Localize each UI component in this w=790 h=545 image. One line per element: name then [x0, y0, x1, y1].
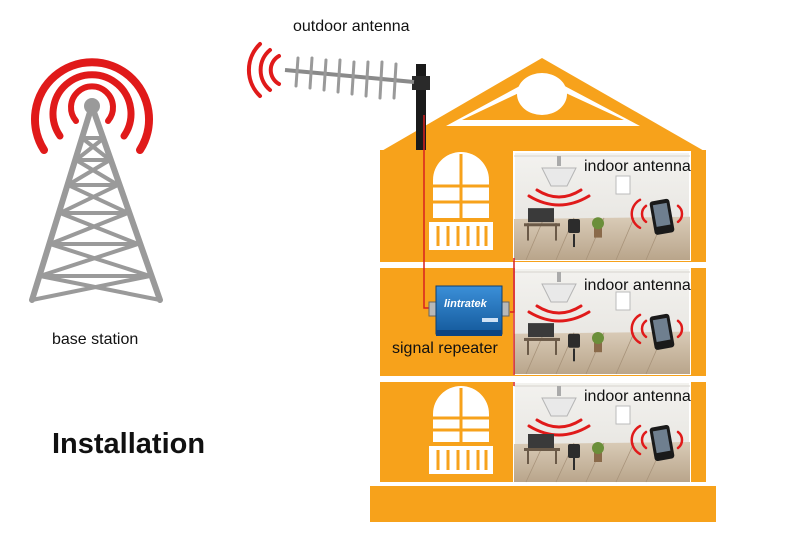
installation-title: Installation: [52, 428, 206, 460]
outdoor-antenna: [246, 42, 430, 150]
signal-repeater-label: signal repeater: [392, 340, 498, 357]
signal-repeater: lintratek: [428, 285, 510, 336]
room-3: [513, 381, 691, 483]
phone-signal-icon: [630, 198, 684, 230]
indoor-antenna-signal-icon: [527, 304, 591, 323]
indoor-antenna-label-3: indoor antenna: [584, 388, 691, 405]
window-top: [429, 152, 493, 250]
outdoor-signal-icon: [246, 42, 281, 98]
phone-signal-icon: [630, 424, 684, 456]
indoor-antenna-signal-icon: [527, 418, 591, 437]
attic-window: [517, 73, 567, 115]
repeater-brand-logo: lintratek: [444, 298, 488, 310]
phone-signal-icon: [630, 313, 684, 345]
base-station-label: base station: [52, 331, 139, 348]
tower-signal-icon: [31, 58, 153, 154]
indoor-antenna-label-1: indoor antenna: [584, 158, 691, 175]
window-bottom: [429, 386, 493, 474]
room-1: [513, 151, 691, 261]
room-2: [513, 267, 691, 375]
outdoor-antenna-label: outdoor antenna: [293, 18, 410, 35]
base-station-tower: [29, 58, 163, 303]
indoor-antenna-signal-icon: [527, 188, 591, 207]
indoor-antenna-label-2: indoor antenna: [584, 277, 691, 294]
